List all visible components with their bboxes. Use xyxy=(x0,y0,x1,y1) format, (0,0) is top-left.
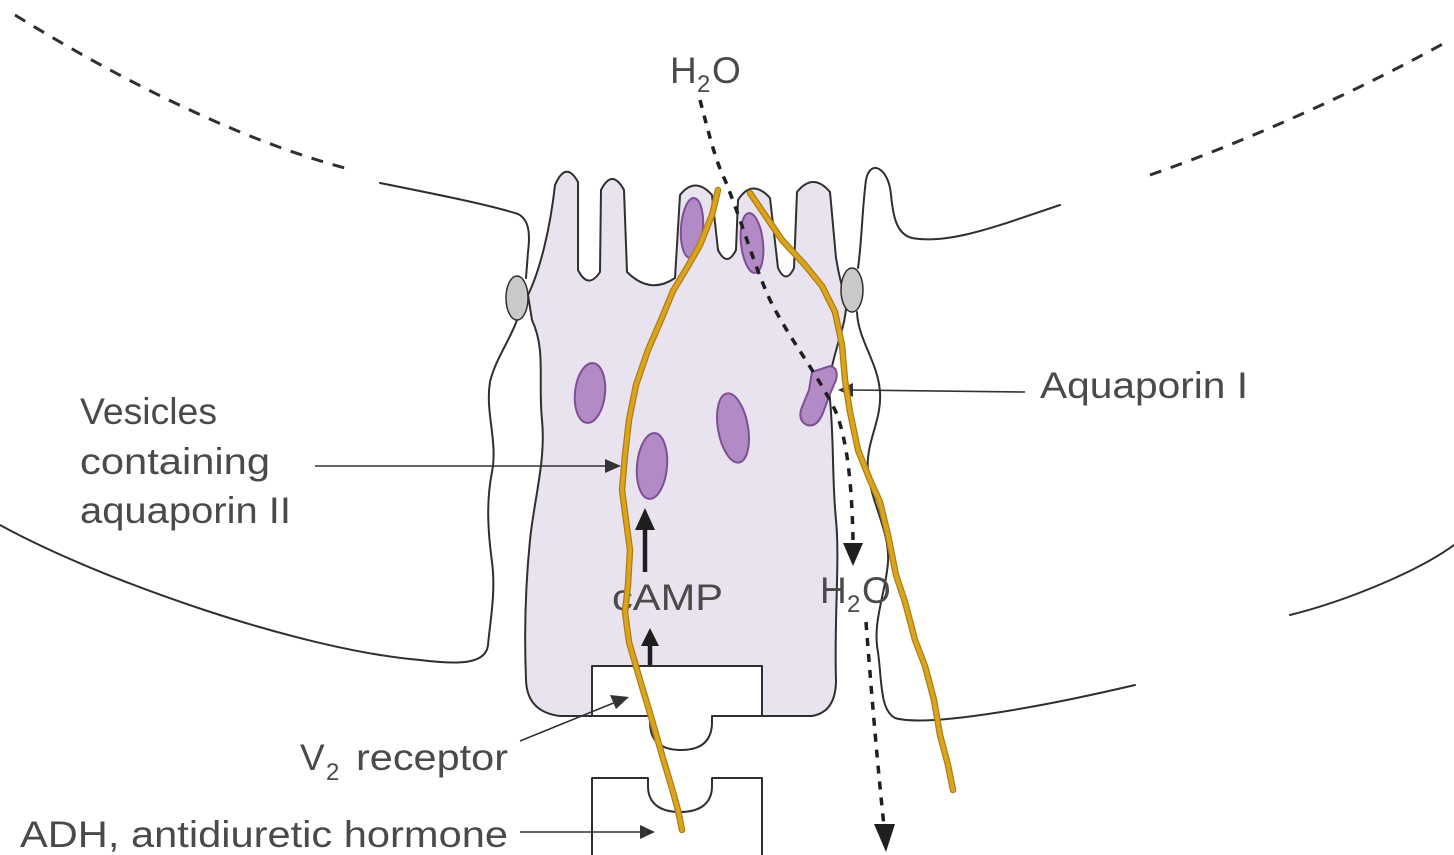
vesicles-pointer-head xyxy=(605,459,621,473)
h2o-top-subscript: 2 xyxy=(697,71,710,98)
tight-junction-left xyxy=(505,275,529,321)
adh-pointer-head xyxy=(640,825,655,839)
right-neighbor-cell-apical-membrane xyxy=(857,167,1061,269)
h2o-label-top: H 2 O xyxy=(670,50,741,98)
gold-scribble-left-core xyxy=(620,188,720,832)
aquaporin-1-label: Aquaporin I xyxy=(1040,365,1248,406)
water-flow-arrowhead xyxy=(874,824,895,852)
vesicles-label-line-2: containing xyxy=(80,441,270,482)
h2o-top-o: O xyxy=(712,50,741,91)
adh-label: ADH, antidiuretic hormone xyxy=(20,814,508,855)
tubule-boundary-top-right-dashed xyxy=(1149,38,1451,177)
aquaporin-vesicle xyxy=(716,392,750,464)
principal-cell xyxy=(524,170,848,717)
v2-receptor-word: receptor xyxy=(356,737,508,778)
aquaporin-vesicle xyxy=(573,362,607,424)
h2o-mid-o: O xyxy=(862,570,891,611)
aquaporin-1-channel xyxy=(799,364,838,427)
v2-receptor-label: V 2 receptor xyxy=(300,737,508,786)
vesicles-label-line-1: Vesicles xyxy=(80,391,217,432)
water-flow-path-basolateral xyxy=(864,621,886,827)
gold-scribble-left xyxy=(618,186,722,834)
camp-to-vesicle-arrowhead xyxy=(635,508,655,530)
v2-receptor-subscript: 2 xyxy=(326,759,339,786)
water-flow-arrowhead xyxy=(843,543,863,566)
aquaporin-1-pointer-line xyxy=(849,389,1026,393)
left-neighbor-cell-apical-membrane xyxy=(379,182,530,279)
microvillus-aquaporin-channel xyxy=(739,212,765,274)
aquaporin-vesicle xyxy=(635,432,669,500)
h2o-mid-h: H xyxy=(820,570,847,611)
h2o-label-middle: H 2 O xyxy=(820,570,891,618)
vesicles-label: Vesicles containing aquaporin II xyxy=(80,391,291,531)
tight-junction-right xyxy=(840,267,864,313)
v2-receptor-v: V xyxy=(300,737,325,778)
water-flow-path-apical xyxy=(698,99,855,541)
vesicles-label-line-3: aquaporin II xyxy=(80,490,291,531)
tubule-boundary-bottom-right xyxy=(1289,544,1454,616)
v2-receptor-pointer-line xyxy=(519,701,617,742)
gold-scribble-right-core xyxy=(748,191,955,792)
v2-receptor-pointer-head xyxy=(610,695,629,709)
v2-receptor-shape xyxy=(591,665,763,751)
h2o-top-h: H xyxy=(670,50,697,91)
left-neighbor-cell-lateral-membrane xyxy=(0,319,518,664)
gold-scribble-right xyxy=(746,189,957,794)
h2o-mid-subscript: 2 xyxy=(847,591,860,618)
tubule-boundary-top-left-dashed xyxy=(14,13,346,170)
receptor-to-camp-arrowhead xyxy=(641,628,659,646)
